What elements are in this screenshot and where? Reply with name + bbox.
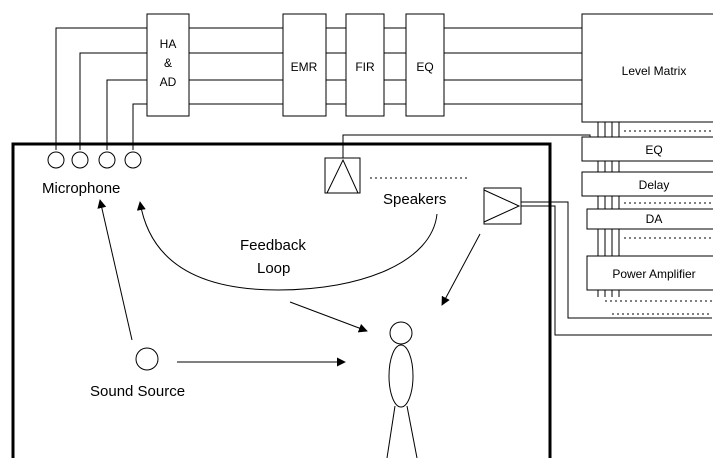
room-outline xyxy=(11,142,552,458)
sound-source-icon xyxy=(135,347,159,371)
fir-block: FIR xyxy=(345,13,385,117)
speaker-feed-lines xyxy=(342,134,712,336)
rack-eq-label: EQ xyxy=(645,143,662,157)
feedback-label-2: Loop xyxy=(257,260,290,277)
ha-ad-label-3: AD xyxy=(160,75,177,89)
microphone-icon xyxy=(47,151,65,169)
rack-eq: EQ xyxy=(581,136,713,162)
rack-delay-label: Delay xyxy=(639,178,670,192)
fir-label: FIR xyxy=(355,60,375,74)
eq-block: EQ xyxy=(405,13,445,117)
microphone-icon xyxy=(71,151,89,169)
microphone-icons xyxy=(47,151,142,169)
ha-ad-label-2: & xyxy=(164,56,172,70)
rack-da-label: DA xyxy=(646,212,663,226)
level-matrix-block: Level Matrix xyxy=(581,13,713,123)
sound-source-label: Sound Source xyxy=(90,383,185,400)
microphone-label: Microphone xyxy=(42,180,120,197)
speaker-top-icon xyxy=(324,157,361,194)
listener-figure-icon xyxy=(386,321,418,458)
rack-da: DA xyxy=(586,208,713,239)
rack-power-amplifier: Power Amplifier xyxy=(586,255,713,315)
rack-power-amplifier-label: Power Amplifier xyxy=(612,267,695,281)
eq-label: EQ xyxy=(416,60,433,74)
source-to-mic-arrow xyxy=(97,199,133,341)
speaker-to-listener-arrow xyxy=(441,233,481,306)
emr-block: EMR xyxy=(282,13,327,117)
microphone-icon xyxy=(124,151,142,169)
ha-ad-label-1: HA xyxy=(160,37,177,51)
rack-delay: Delay xyxy=(581,171,713,204)
emr-label: EMR xyxy=(291,60,318,74)
speaker-right-icon xyxy=(483,187,522,225)
loop-to-listener-arrow xyxy=(289,301,368,333)
signal-lines xyxy=(55,27,582,150)
speakers-label: Speakers xyxy=(383,191,446,208)
feedback-label-1: Feedback xyxy=(240,237,306,254)
microphone-icon xyxy=(98,151,116,169)
level-matrix-label: Level Matrix xyxy=(622,64,687,78)
ha-ad-block: HA & AD xyxy=(146,13,190,117)
feedback-loop-arrow xyxy=(136,201,438,291)
